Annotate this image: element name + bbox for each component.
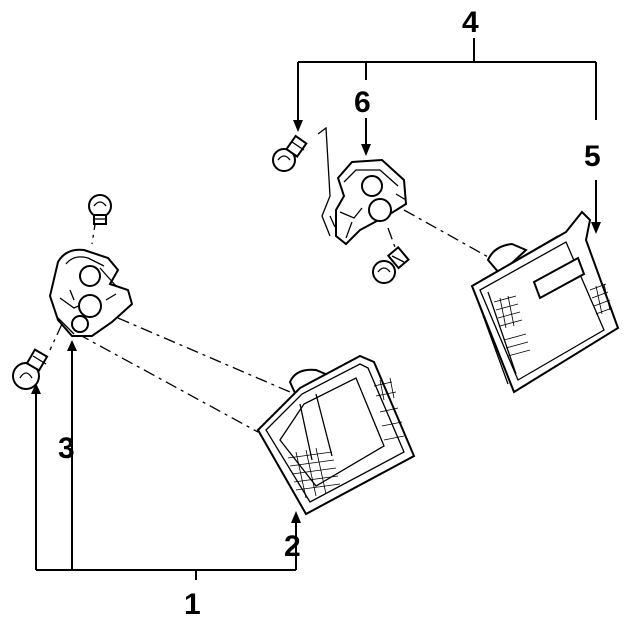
- callout-6: 6: [354, 86, 371, 119]
- right-lamp-socket: [335, 158, 408, 246]
- alignment-lines: [49, 126, 491, 433]
- callout-1: 1: [184, 588, 201, 621]
- callout-4: 4: [462, 6, 479, 39]
- callout-5: 5: [584, 140, 601, 173]
- leader-6: [361, 118, 371, 156]
- leader-1: [31, 340, 301, 580]
- right-bulb-bottom: [372, 245, 410, 284]
- left-lamp-assembly: [256, 354, 416, 516]
- right-lamp-assembly: [470, 210, 620, 394]
- left-lamp-socket: [48, 248, 134, 337]
- right-bulb-top: [272, 134, 308, 172]
- callout-3: 3: [58, 432, 75, 465]
- callout-2: 2: [284, 530, 301, 563]
- left-bulb-small: [88, 194, 112, 225]
- leader-4: [293, 38, 601, 234]
- left-bulb-large: [12, 348, 49, 390]
